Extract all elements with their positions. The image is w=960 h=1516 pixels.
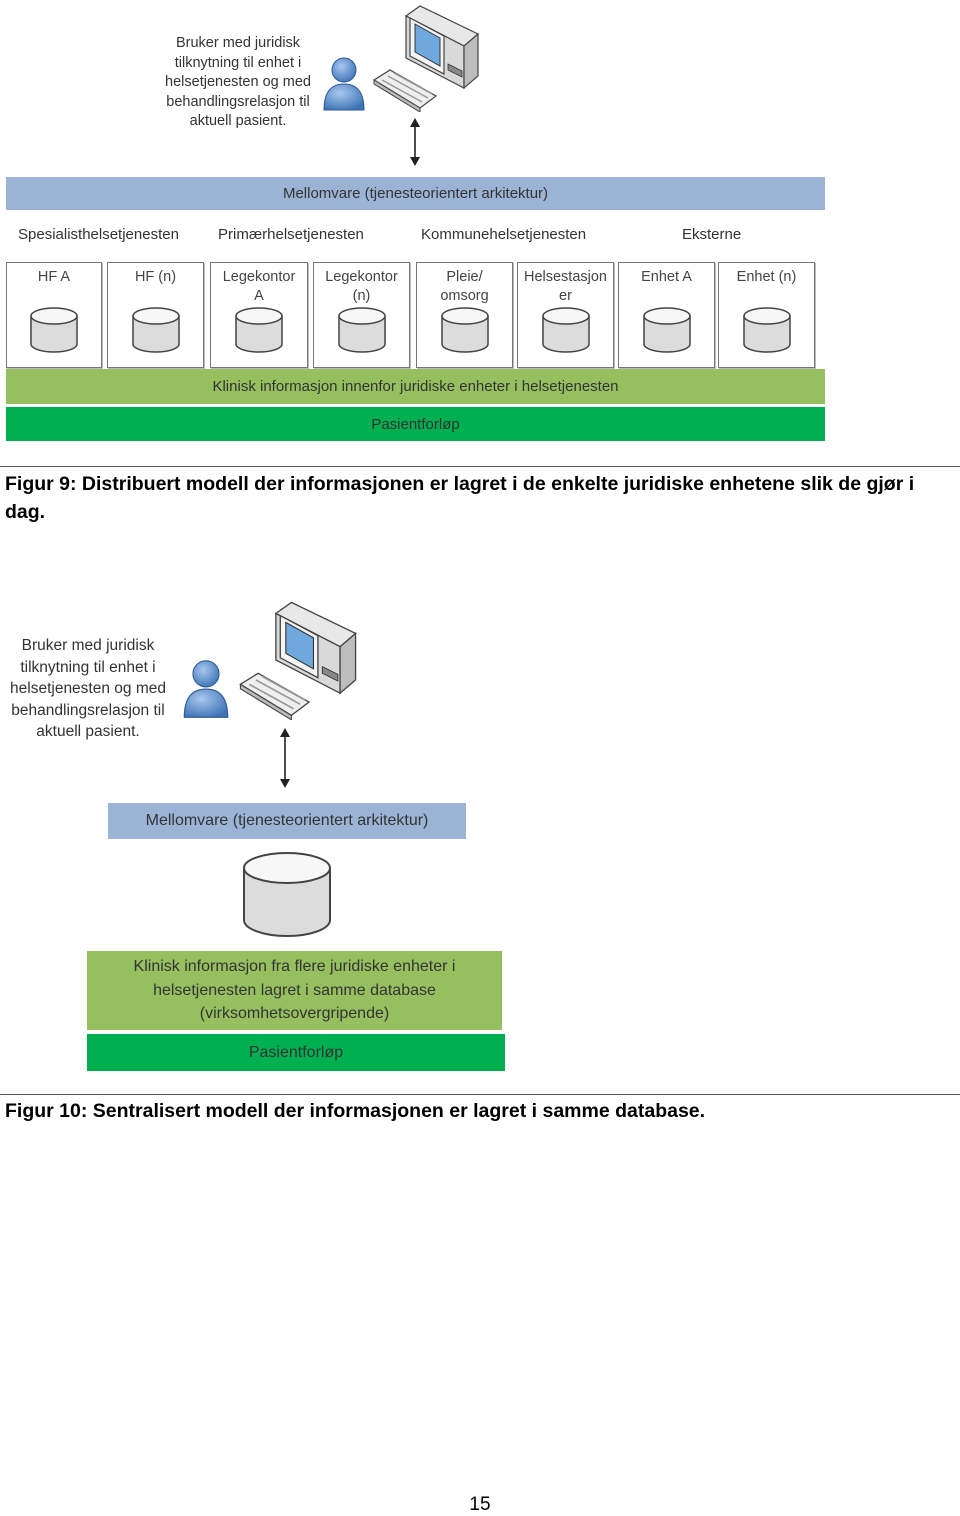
unit-box: Legekontor (n)	[313, 262, 410, 368]
user-icon	[183, 660, 229, 718]
unit-box: Enhet (n)	[718, 262, 815, 368]
database-icon	[742, 307, 791, 353]
unit-label: Pleie/ omsorg	[440, 269, 489, 304]
page-number: 15	[469, 1494, 491, 1515]
clinical-info-band: Klinisk informasjon innenfor juridiske e…	[6, 369, 825, 404]
unit-box: Legekontor A	[210, 262, 308, 368]
patient-flow-band: Pasientforløp	[87, 1034, 505, 1071]
unit-label: HF A	[37, 269, 71, 285]
unit-label: Enhet A	[641, 269, 692, 285]
unit-label: Legekontor A	[222, 269, 296, 304]
caption-rule	[0, 466, 960, 467]
unit-box: HF A	[6, 262, 102, 368]
figure-caption: Figur 10: Sentralisert modell der inform…	[5, 1100, 706, 1122]
sector-label: Kommunehelsetjenesten	[421, 226, 587, 243]
caption-rule	[0, 1094, 960, 1095]
user-icon	[323, 57, 365, 111]
database-icon	[440, 307, 489, 353]
figure-caption: Figur 9: Distribuert modell der informas…	[5, 473, 915, 523]
user-description: Bruker med juridisk tilknytning til enhe…	[10, 637, 166, 740]
sector-label: Primærhelsetjenesten	[218, 226, 364, 243]
middleware-band: Mellomvare (tjenesteorientert arkitektur…	[108, 803, 466, 839]
unit-label: HF (n)	[134, 269, 177, 285]
unit-box: HF (n)	[107, 262, 204, 368]
database-icon	[131, 307, 180, 353]
database-icon	[541, 307, 590, 353]
database-icon	[235, 307, 283, 353]
sector-label: Eksterne	[682, 226, 742, 243]
double-arrow-icon	[280, 728, 290, 788]
database-icon	[642, 307, 691, 353]
patient-flow-band: Pasientforløp	[6, 407, 825, 441]
database-icon	[243, 852, 331, 937]
user-description: Bruker med juridisk tilknytning til enhe…	[165, 35, 311, 129]
double-arrow-icon	[410, 118, 420, 166]
unit-label: Helsestasjon er	[523, 269, 607, 304]
unit-box: Helsestasjon er	[517, 262, 614, 368]
sector-label: Spesialisthelsetjenesten	[18, 226, 179, 243]
database-icon	[30, 307, 78, 353]
clinical-info-band: Klinisk informasjon fra flere juridiske …	[87, 951, 502, 1030]
unit-label: Legekontor (n)	[325, 269, 398, 304]
computer-icon	[372, 5, 480, 112]
unit-box: Enhet A	[618, 262, 715, 368]
computer-icon	[239, 601, 357, 720]
unit-label: Enhet (n)	[736, 269, 797, 285]
unit-box: Pleie/ omsorg	[416, 262, 513, 368]
database-icon	[337, 307, 386, 353]
middleware-band: Mellomvare (tjenesteorientert arkitektur…	[6, 177, 825, 210]
